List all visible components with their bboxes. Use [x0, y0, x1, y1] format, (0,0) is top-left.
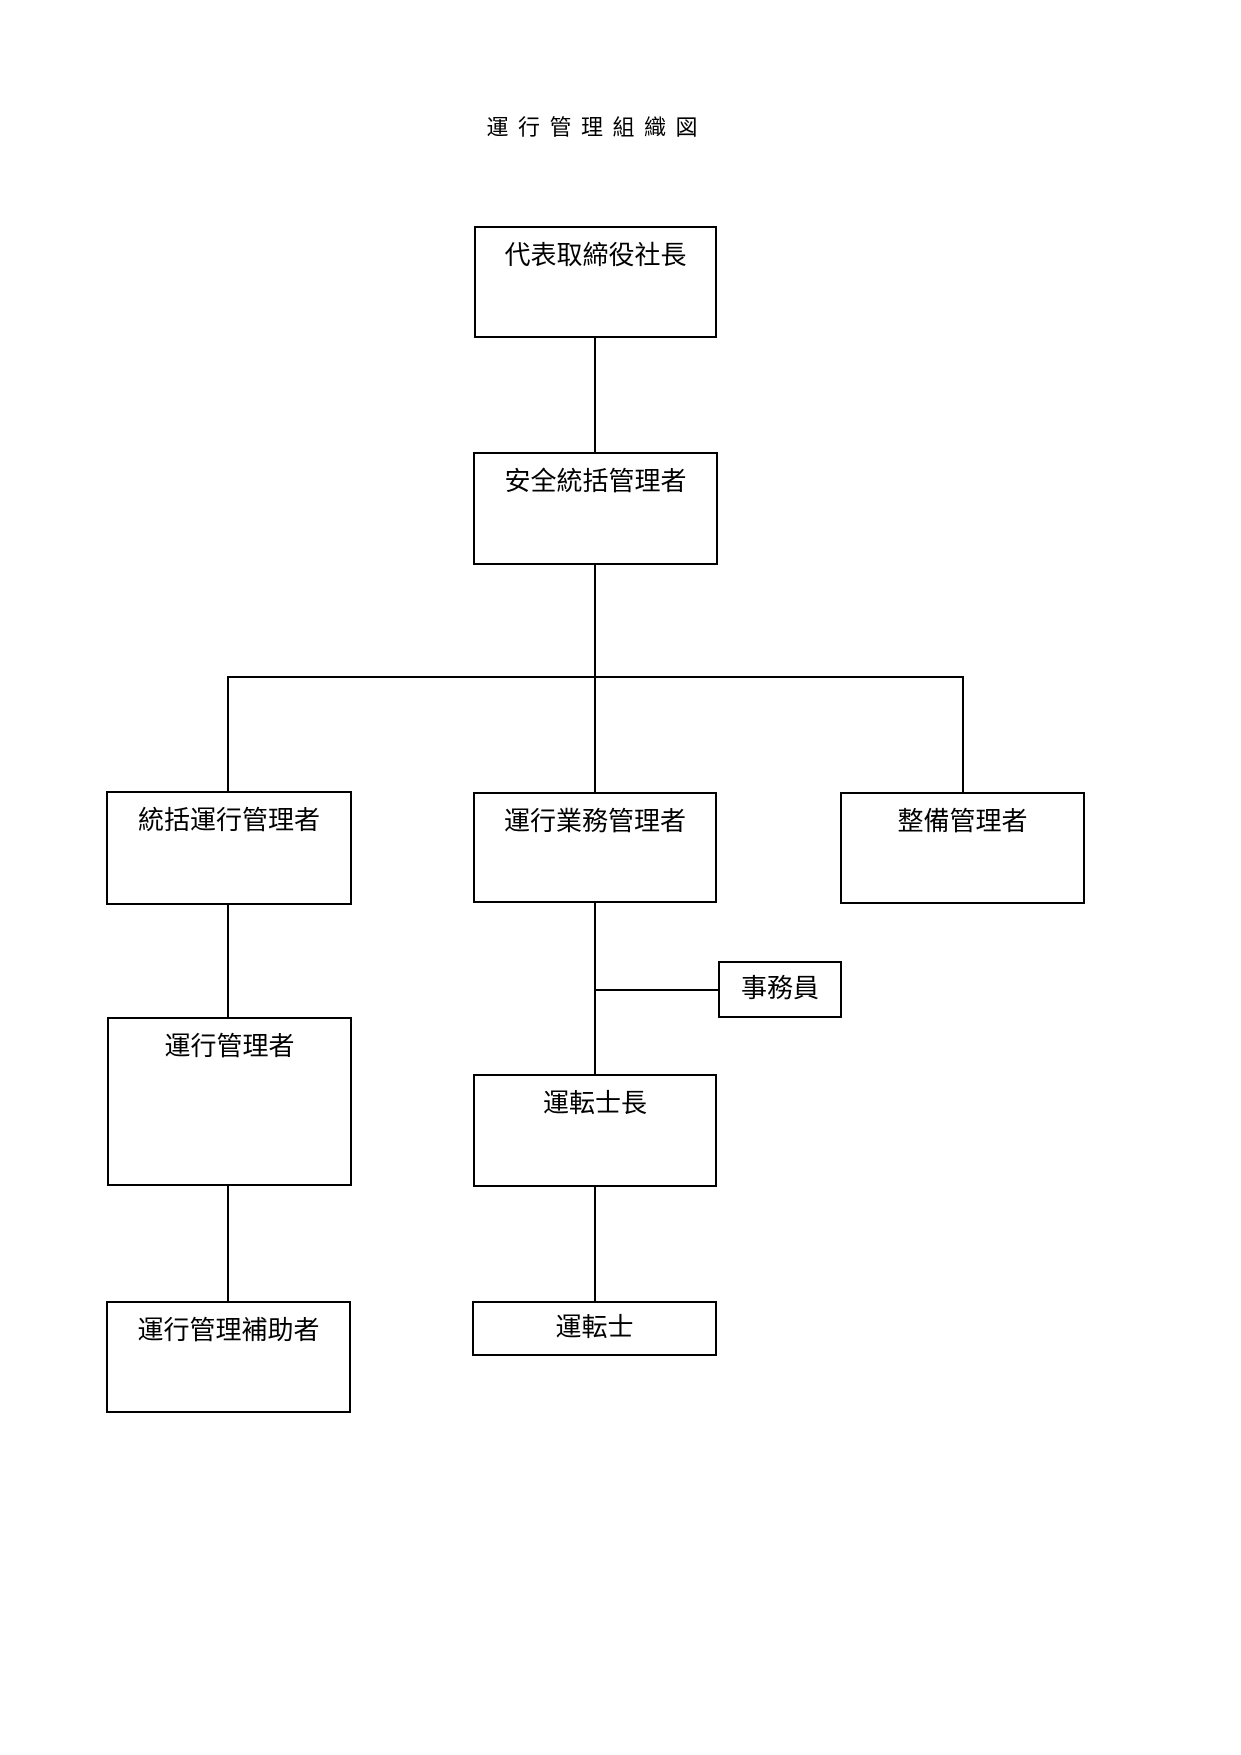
org-node-operation-manager: 運行管理者: [107, 1017, 352, 1186]
connector-safety-branch-stem: [594, 564, 596, 677]
org-node-general-operation-manager: 統括運行管理者: [106, 791, 352, 905]
org-node-chief-driver: 運転士長: [473, 1074, 717, 1187]
org-node-driver: 運転士: [472, 1301, 717, 1356]
connector-branch-right-drop: [962, 676, 964, 793]
connector-president-safety: [594, 337, 596, 453]
org-node-operation-business-manager: 運行業務管理者: [473, 792, 717, 903]
connector-generalops-opsmanager: [227, 904, 229, 1018]
page-title: 運 行 管 理 組 織 図: [486, 115, 700, 140]
connector-branch-center-drop: [594, 676, 596, 793]
org-node-operation-management-assistant: 運行管理補助者: [106, 1301, 351, 1413]
connector-opsmanager-assistant: [227, 1185, 229, 1302]
org-node-president: 代表取締役社長: [474, 226, 717, 338]
connector-opsbusiness-chiefdriver: [594, 902, 596, 1075]
org-node-clerk: 事務員: [718, 961, 842, 1018]
connector-clerk-branch: [595, 989, 719, 991]
org-node-maintenance-manager: 整備管理者: [840, 792, 1085, 904]
connector-branch-left-drop: [227, 676, 229, 792]
org-node-safety-general-manager: 安全統括管理者: [473, 452, 718, 565]
connector-chiefdriver-driver: [594, 1186, 596, 1302]
